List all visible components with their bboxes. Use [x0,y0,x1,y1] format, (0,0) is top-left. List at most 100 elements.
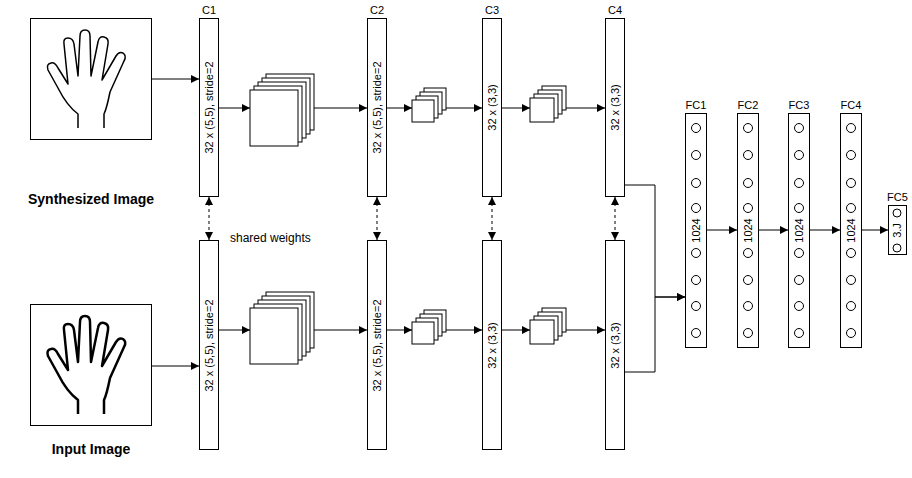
fc-layer: FC21024 [737,113,759,348]
conv-layer: C432 x (3,3) [605,18,625,197]
layer-name: C1 [202,4,216,17]
neuron [893,209,901,217]
neuron [847,151,856,160]
layer-name: FC5 [887,191,908,204]
data-flow-arrow [759,230,788,231]
feature-map [412,100,434,122]
neuron [795,302,804,311]
layer-spec: 3.J [891,222,904,239]
neuron [795,179,804,188]
layer-spec: 32 x (5,5), stride=2 [371,60,384,154]
feature-map [250,308,298,364]
feature-map [530,320,554,344]
arrow-head [404,104,412,112]
conv-layer: 32 x (3,3) [605,240,625,450]
neuron [847,329,856,338]
arrow-head [522,326,530,334]
neuron [795,276,804,285]
neuron [692,124,701,133]
layer-spec: 1024 [845,217,858,243]
layer-name: FC3 [789,99,810,112]
conv-layer: 32 x (5,5), stride=2 [199,240,219,450]
neuron [847,179,856,188]
neuron [692,302,701,311]
data-flow-arrow [625,185,685,297]
layer-name: C3 [485,4,499,17]
feature-map [250,90,298,146]
hand-outline [47,30,125,128]
conv-layer: 32 x (3,3) [482,240,502,450]
data-flow-arrow [707,230,737,231]
hand-outline [47,316,125,414]
neuron [692,151,701,160]
feature-map-arrowheads [242,104,530,334]
image-frame: Synthesized Image [30,18,152,140]
image-caption: Input Image [52,441,131,458]
neuron [847,204,856,213]
layer-spec: 32 x (5,5), stride=2 [203,298,216,392]
neuron [893,244,901,252]
annotation-label: shared weights [228,231,313,245]
layer-spec: 32 x (3,3) [609,83,622,131]
neuron [692,329,701,338]
image-frame: Input Image [30,304,152,426]
neuron [795,329,804,338]
data-flow-arrow [625,297,685,372]
layer-spec: 32 x (3,3) [609,321,622,369]
arrow-head [242,326,250,334]
neuron [692,249,701,258]
neuron [847,249,856,258]
neuron [692,179,701,188]
neuron [847,124,856,133]
shared-weight-link [615,197,616,240]
data-flow-arrow [862,230,888,231]
neuron [795,204,804,213]
fc-layer: FC11024 [685,113,707,348]
shared-weight-link [209,197,210,240]
conv-layer: C132 x (5,5), stride=2 [199,18,219,197]
feature-maps [250,74,566,364]
layer-spec: 1024 [742,217,755,243]
neuron [692,276,701,285]
neuron [744,204,753,213]
data-flow-arrow [810,230,840,231]
neuron [795,249,804,258]
layer-name: FC2 [738,99,759,112]
neuron [744,179,753,188]
layer-spec: 32 x (3,3) [486,83,499,131]
conv-layer: 32 x (5,5), stride=2 [367,240,387,450]
arrow-head [242,104,250,112]
neuron [744,151,753,160]
layer-name: FC4 [841,99,862,112]
layer-name: FC1 [686,99,707,112]
layer-spec: 1024 [690,217,703,243]
conv-layer: C332 x (3,3) [482,18,502,197]
fc-layer: FC53.J [888,205,907,255]
neuron [744,276,753,285]
layer-name: C4 [608,4,622,17]
neuron [744,302,753,311]
arrow-head [404,326,412,334]
layer-spec: 1024 [793,217,806,243]
neuron [847,276,856,285]
data-flow-arrow [152,79,199,80]
arrow-head [522,104,530,112]
neuron [744,124,753,133]
hand-drawing [47,30,125,128]
layer-name: C2 [370,4,384,17]
image-caption: Synthesized Image [28,191,154,208]
layer-spec: 32 x (5,5), stride=2 [203,60,216,154]
feature-map [412,322,434,344]
fc-layer: FC31024 [788,113,810,348]
hand-drawing [47,316,125,414]
data-flow-arrow [152,366,199,367]
neuron [692,204,701,213]
shared-weight-link [377,197,378,240]
neuron [847,302,856,311]
neuron [795,151,804,160]
neuron [744,329,753,338]
